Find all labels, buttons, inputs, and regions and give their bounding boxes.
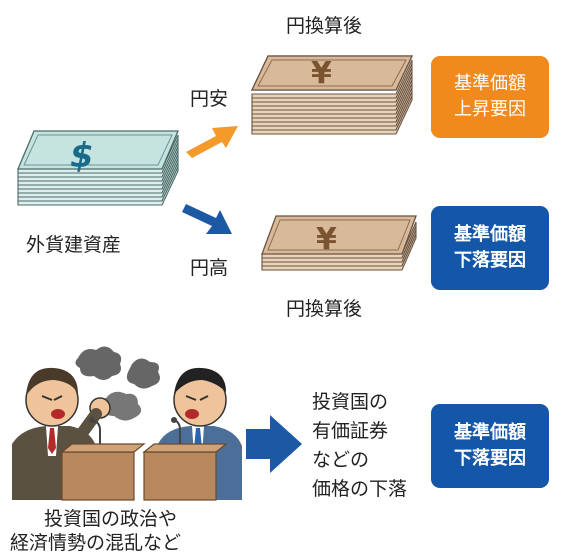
converted-bottom-label: 円換算後 (286, 298, 363, 320)
cause-text: 投資国の政治や 経済情勢の混乱など (10, 507, 181, 555)
badge-up-line1: 基準価額 (454, 73, 526, 94)
effect-text: 投資国の 有価証券 などの 価格の下落 (312, 388, 407, 504)
badge-nav-down-lower: 基準価額 下落要因 (431, 404, 549, 488)
badge-nav-up: 基準価額 上昇要因 (431, 56, 549, 138)
yen-weak-label: 円安 (190, 88, 229, 110)
badge-down-upper-line2: 下落要因 (454, 250, 526, 271)
yen-stack-large-icon (250, 55, 414, 135)
effect-line-1: 投資国の (312, 391, 389, 413)
yen-symbol-small: ¥ (316, 222, 337, 257)
dollar-symbol: $ (70, 136, 94, 176)
politicians-arguing-illustration (12, 346, 242, 501)
orange-arrow-icon (186, 126, 238, 158)
badge-up-line2: 上昇要因 (454, 99, 526, 120)
effect-line-4: 価格の下落 (312, 478, 408, 500)
converted-top-label: 円換算後 (286, 15, 363, 37)
cause-line-2: 経済情勢の混乱など (10, 532, 182, 554)
yen-strong-label: 円高 (190, 257, 229, 279)
effect-line-3: などの (312, 449, 370, 471)
yen-stack-small-icon (261, 215, 417, 271)
badge-down-upper-line1: 基準価額 (454, 224, 526, 245)
blue-arrow-icon (182, 204, 232, 234)
badge-down-lower-line2: 下落要因 (454, 448, 526, 469)
effect-line-2: 有価証券 (312, 420, 389, 442)
cause-line-1: 投資国の政治や (44, 508, 178, 530)
badge-nav-down-upper: 基準価額 下落要因 (431, 206, 549, 290)
badge-down-lower-line1: 基準価額 (454, 422, 526, 443)
asset-label: 外貨建資産 (26, 234, 122, 256)
yen-symbol-large: ¥ (311, 56, 332, 91)
big-blue-arrow-icon (246, 415, 302, 473)
dollar-stack-icon (17, 130, 179, 206)
